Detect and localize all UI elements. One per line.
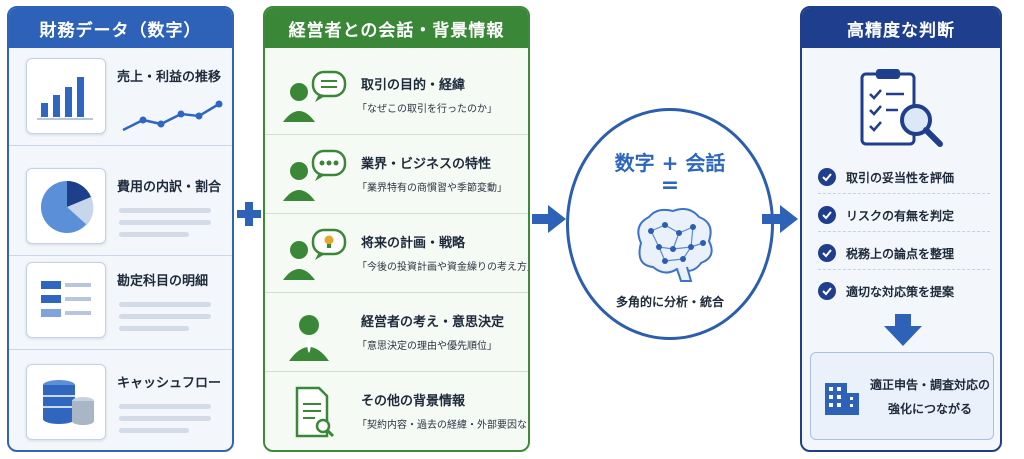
synthesis-caption: 多角的に分析・統合: [615, 295, 724, 309]
bar-line-chart-icon: [26, 58, 106, 134]
judgement-check-label: 取引の妥当性を評価: [846, 171, 955, 185]
result-text: 適正申告・調査対応の 強化につながる: [865, 373, 995, 421]
finance-panel: 財務データ（数字） 売上・利益の推移: [7, 6, 234, 452]
conversation-item: その他の背景情報 「契約内容・過去の経緯・外部要因など」: [265, 372, 530, 450]
conversation-item-subtext: 「意思決定の理由や優先順位」: [357, 341, 497, 352]
check-circle-icon: [818, 206, 836, 224]
check-circle-icon: [818, 168, 836, 186]
finance-item-label: 費用の内訳・割合: [117, 180, 222, 195]
judgement-check-item: 適切な対応策を提案: [818, 276, 990, 308]
conversation-item-subtext: 「今後の投資計画や資金繰りの考え方」: [357, 262, 530, 273]
conversation-item-label: 業界・ビジネスの特性: [361, 157, 492, 172]
executive-icon: [289, 315, 329, 361]
finance-item-label: キャッシュフロー: [117, 376, 222, 391]
placeholder-lines: [119, 404, 211, 440]
check-circle-icon: [818, 282, 836, 300]
placeholder-lines: [119, 302, 211, 338]
conversation-item: 経営者の考え・意思決定 「意思決定の理由や優先順位」: [265, 293, 528, 372]
conversation-item-label: 経営者の考え・意思決定: [361, 315, 505, 330]
ledger-document-icon: [26, 262, 106, 338]
judgement-check-label: 適切な対応策を提案: [846, 285, 955, 299]
finance-item: 費用の内訳・割合: [9, 158, 232, 256]
conversation-item-subtext: 「業界特有の商慣習や季節変動」: [357, 183, 507, 194]
judgement-panel: 高精度な判断 取引の妥当性を評価 リスクの有無を判定 税務上の論点を整理 適切な…: [800, 6, 1002, 452]
synthesis-equals: =: [660, 173, 680, 198]
building-icon: [825, 383, 859, 415]
conversation-panel: 経営者との会話・背景情報 取引の目的・経緯 「なぜこの取引を行ったのか」 業界・…: [263, 6, 530, 452]
conversation-item-label: 将来の計画・戦略: [361, 236, 466, 251]
person-speech-icon: [283, 70, 347, 122]
judgement-check-item: 税務上の論点を整理: [818, 238, 990, 270]
arrow-down-icon: [884, 314, 922, 346]
check-circle-icon: [818, 244, 836, 262]
pie-chart-icon: [26, 168, 106, 244]
conversation-item-subtext: 「契約内容・過去の経緯・外部要因など」: [357, 420, 530, 431]
arrow-right-icon: [762, 205, 798, 233]
judgement-check-label: 税務上の論点を整理: [846, 247, 955, 261]
result-text-line2: 強化につながる: [887, 402, 972, 416]
synthesis-equation: 数字 + 会話: [614, 151, 726, 175]
trend-line-icon: [122, 100, 223, 132]
person-idea-icon: [283, 228, 347, 280]
plus-icon: [237, 202, 261, 226]
finance-item-label: 勘定科目の明細: [117, 274, 209, 289]
conversation-item: 業界・ビジネスの特性 「業界特有の商慣習や季節変動」: [265, 135, 528, 214]
conversation-item-label: その他の背景情報: [361, 394, 466, 409]
arrow-right-icon: [532, 205, 566, 233]
conversation-item-label: 取引の目的・経緯: [361, 78, 466, 93]
result-box: 適正申告・調査対応の 強化につながる: [810, 352, 994, 440]
conversation-panel-title: 経営者との会話・背景情報: [265, 8, 528, 48]
conversation-item: 取引の目的・経緯 「なぜこの取引を行ったのか」: [265, 56, 528, 135]
result-text-line1: 適正申告・調査対応の: [869, 378, 990, 392]
finance-item-label: 売上・利益の推移: [117, 70, 222, 85]
conversation-item: 将来の計画・戦略 「今後の投資計画や資金繰りの考え方」: [265, 214, 528, 293]
clipboard-magnifier-icon: [860, 69, 943, 147]
brain-network-icon: [637, 208, 713, 282]
coin-stack-icon: [26, 364, 106, 440]
conversation-item-subtext: 「なぜこの取引を行ったのか」: [357, 104, 497, 115]
finance-item: 売上・利益の推移: [9, 48, 232, 146]
finance-item: キャッシュフロー: [9, 354, 232, 450]
finance-panel-title: 財務データ（数字）: [9, 8, 232, 48]
judgement-check-item: リスクの有無を判定: [818, 200, 990, 232]
finance-item: 勘定科目の明細: [9, 252, 232, 350]
placeholder-lines: [119, 208, 211, 244]
judgement-check-item: 取引の妥当性を評価: [818, 162, 990, 194]
document-search-icon: [295, 386, 335, 438]
synthesis-circle: 数字 + 会話 = 多角的に分析・統合: [566, 108, 774, 340]
judgement-panel-title: 高精度な判断: [802, 8, 1000, 48]
person-chat-icon: [283, 149, 347, 201]
judgement-check-label: リスクの有無を判定: [846, 209, 955, 223]
